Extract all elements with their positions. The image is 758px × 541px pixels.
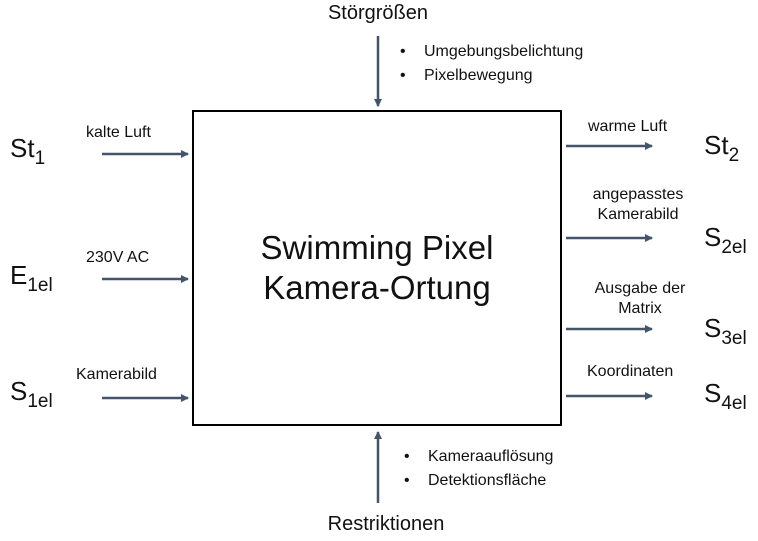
disturbances-heading: Störgrößen — [327, 2, 429, 24]
system-title-line1: Swimming Pixel — [260, 229, 494, 266]
output-3-label-line1: Ausgabe der — [594, 280, 686, 297]
output-3-label: Ausgabe der Matrix — [580, 279, 700, 319]
disturbance-item: Umgebungsbelichtung — [398, 40, 583, 64]
output-2-label: angepasstes Kamerabild — [578, 185, 698, 225]
output-4-symbol: S4el — [704, 378, 747, 414]
output-3-symbol: S3el — [704, 313, 747, 349]
restrictions-list: Kameraauflösung Detektionsfläche — [402, 445, 553, 493]
input-2-symbol: E1el — [10, 260, 53, 296]
output-2-label-line2: Kamerabild — [597, 206, 679, 223]
disturbances-list: Umgebungsbelichtung Pixelbewegung — [398, 40, 583, 88]
system-title-line2: Kamera-Ortung — [263, 269, 491, 306]
restriction-item: Detektionsfläche — [402, 469, 553, 493]
output-2-label-line1: angepasstes — [592, 186, 684, 203]
input-1-label: kalte Luft — [86, 124, 151, 141]
input-3-label: Kamerabild — [76, 366, 157, 383]
output-3-label-line2: Matrix — [618, 300, 662, 317]
output-4-label: Koordinaten — [587, 363, 674, 380]
input-3-symbol: S1el — [10, 376, 53, 412]
input-2-label: 230V AC — [86, 249, 150, 266]
input-1-symbol: St1 — [10, 133, 46, 169]
output-2-symbol: S2el — [704, 222, 747, 258]
disturbance-item: Pixelbewegung — [398, 64, 583, 88]
system-title: Swimming Pixel Kamera-Ortung — [192, 228, 562, 308]
restrictions-heading: Restriktionen — [327, 513, 445, 535]
restriction-item: Kameraauflösung — [402, 445, 553, 469]
output-1-label: warme Luft — [588, 118, 668, 135]
output-1-symbol: St2 — [704, 130, 740, 166]
system-box — [192, 110, 562, 426]
